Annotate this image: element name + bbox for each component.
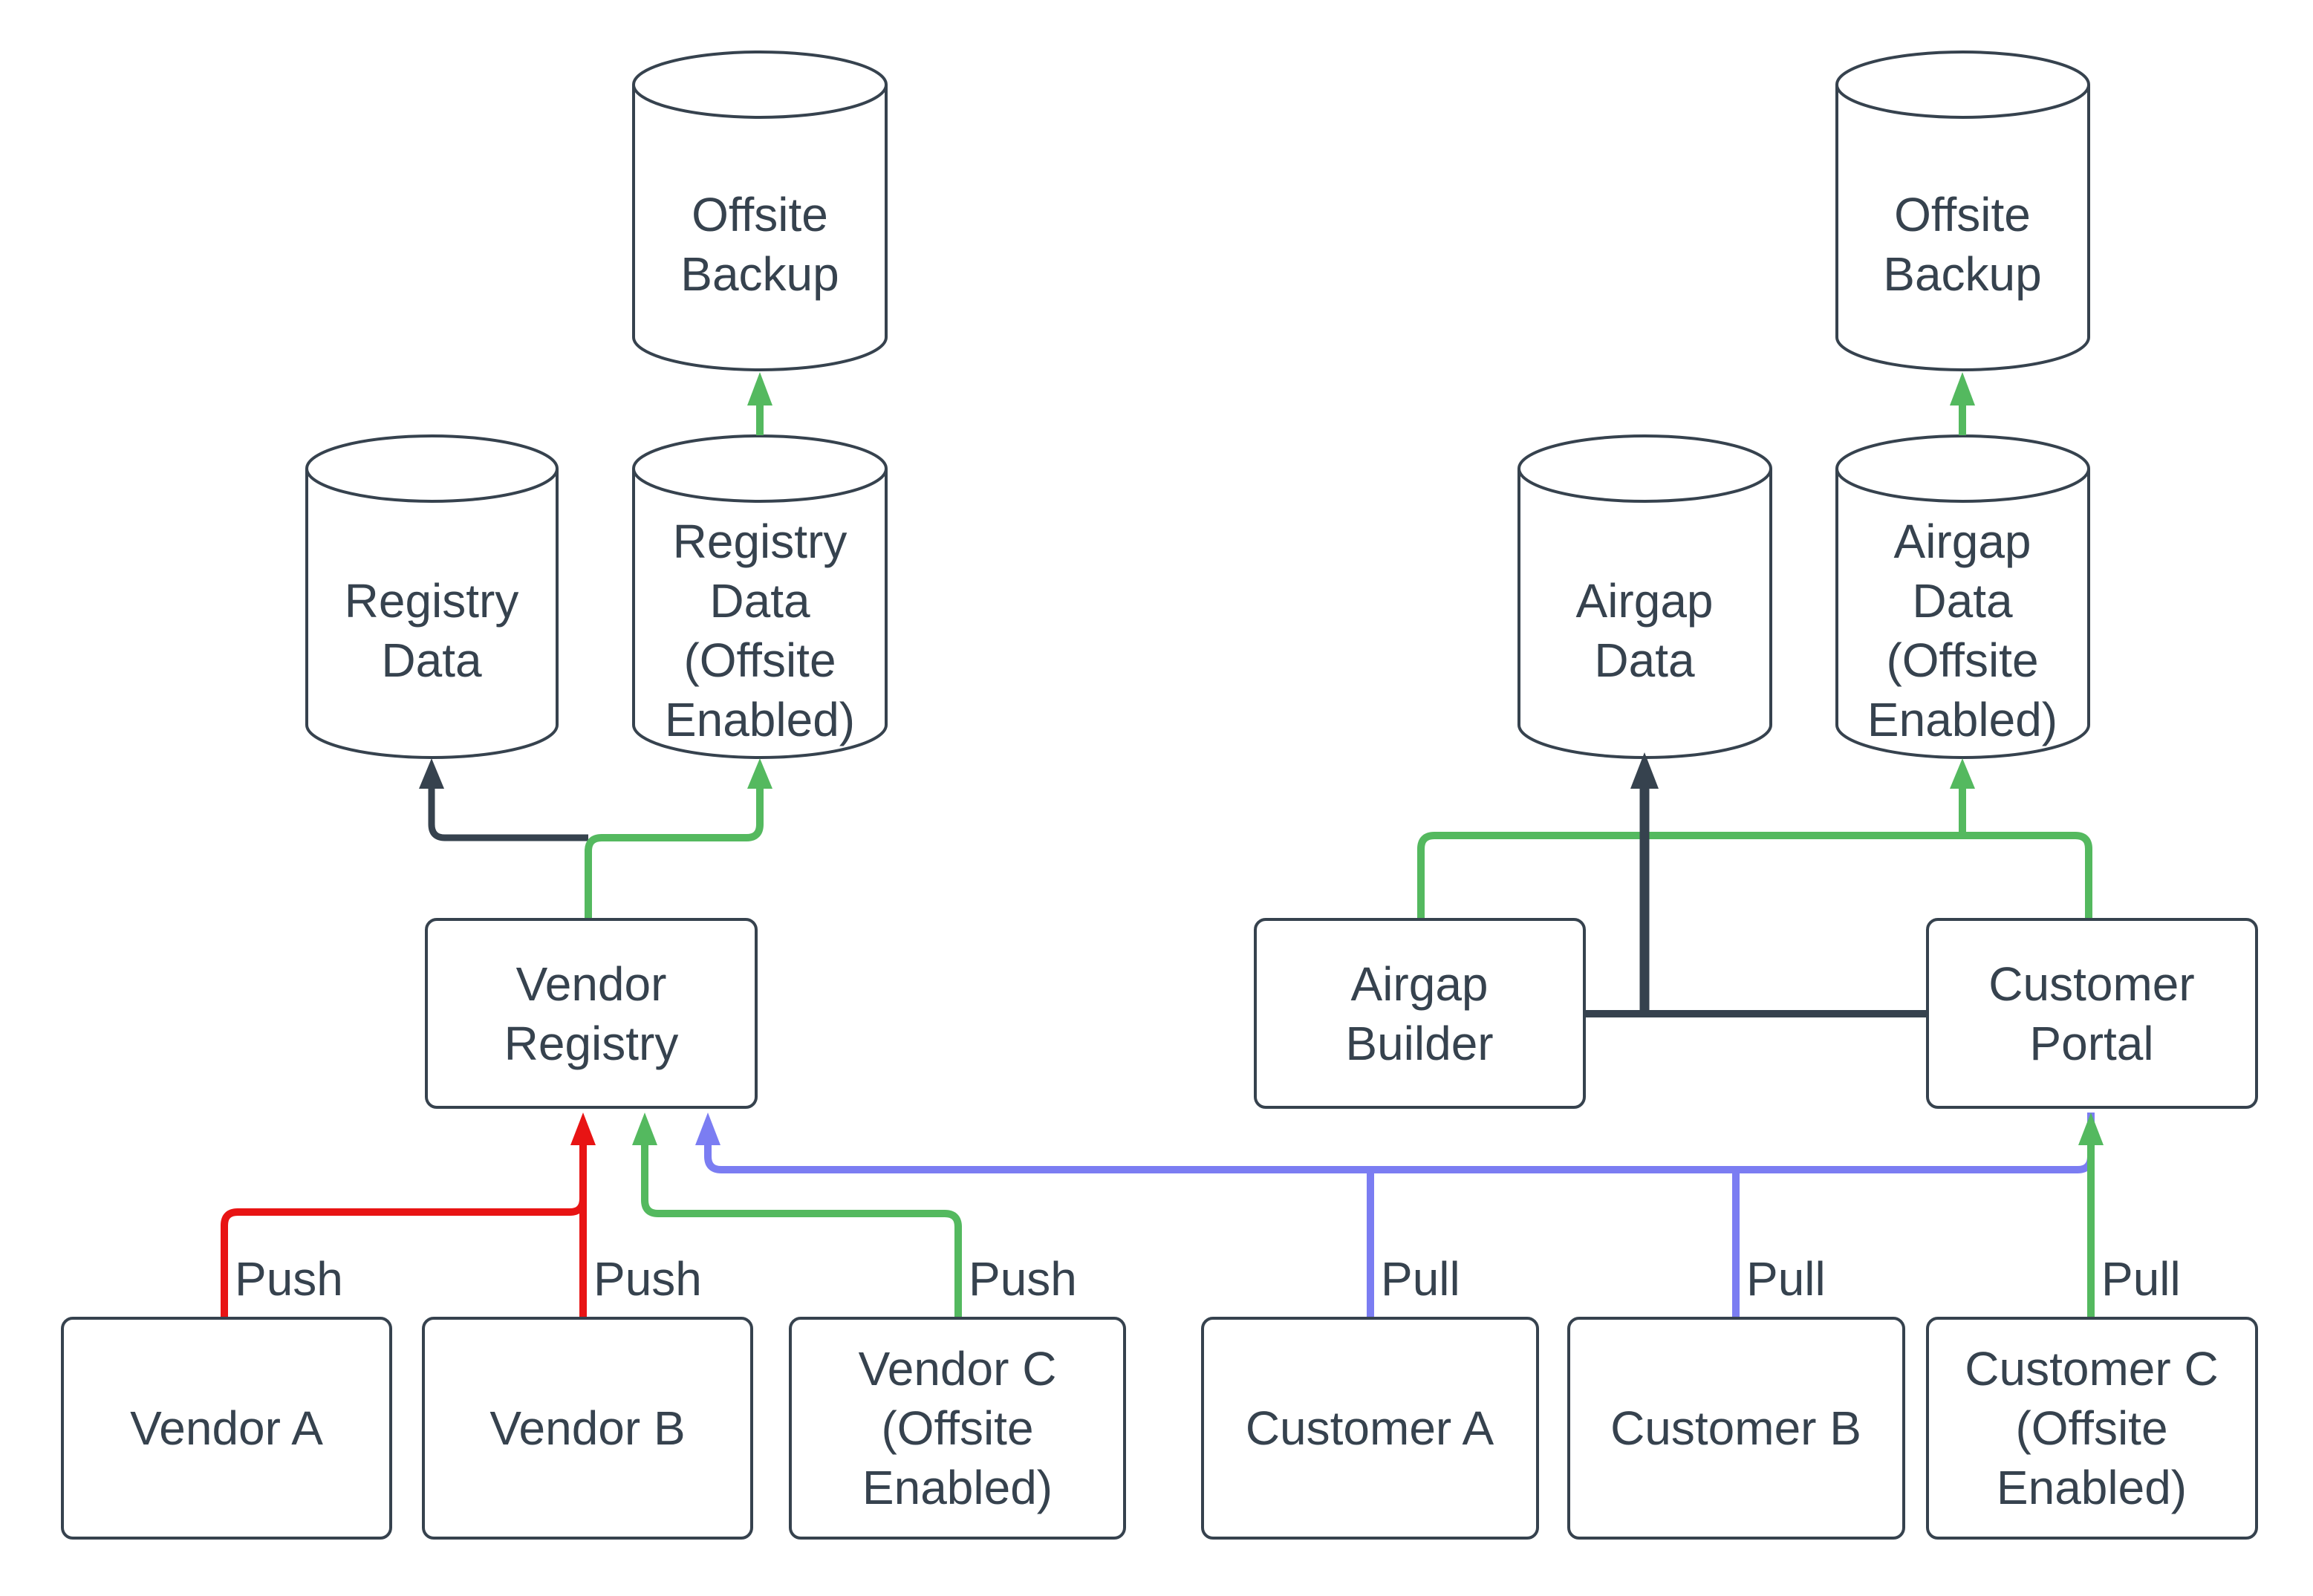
cylinder-registry-data-offsite-top xyxy=(632,434,888,503)
edge-portal-to-registry-blue xyxy=(704,1113,2095,1173)
node-vendor-a xyxy=(61,1317,392,1540)
node-airgap-builder xyxy=(1254,918,1586,1109)
arrow-offsite-backup-right xyxy=(1950,372,1975,405)
arrow-airgap-data xyxy=(1630,752,1659,789)
label-vendor-registry: Vendor Registry xyxy=(504,957,679,1070)
node-vendor-c xyxy=(789,1317,1126,1540)
arrow-airgap-data-offsite xyxy=(1950,758,1975,789)
arrow-offsite-backup-left xyxy=(747,372,772,405)
edge-lines xyxy=(221,372,2104,1317)
label-customer-c: Customer C (Offsite Enabled) xyxy=(1965,1342,2219,1514)
edge-registry-data-dark xyxy=(428,787,588,841)
label-vendor-a: Vendor A xyxy=(130,1401,323,1455)
edge-label-push-vendor-b: Push xyxy=(593,1252,702,1306)
label-customer-b: Customer B xyxy=(1610,1401,1861,1455)
label-airgap-data-offsite: Airgap Data (Offsite Enabled) xyxy=(1867,514,2058,746)
cylinder-offsite-backup-left-top xyxy=(632,51,888,119)
edge-label-push-vendor-a: Push xyxy=(235,1252,343,1306)
label-customer-portal: Customer Portal xyxy=(1988,957,2195,1070)
arrow-registry-data xyxy=(419,758,444,789)
edge-label-push-vendor-c: Push xyxy=(969,1252,1077,1306)
arrow-vendor-registry-red xyxy=(570,1113,596,1145)
label-airgap-builder: Airgap Builder xyxy=(1345,957,1494,1070)
node-vendor-registry xyxy=(425,918,758,1109)
edge-label-pull-customer-a: Pull xyxy=(1381,1252,1460,1306)
arrow-customer-portal-green xyxy=(2078,1113,2104,1145)
edge-portal-builder-green xyxy=(1417,832,2092,918)
arrow-registry-data-offsite xyxy=(747,758,772,789)
label-customer-a: Customer A xyxy=(1245,1401,1494,1455)
node-vendor-b xyxy=(422,1317,753,1540)
label-airgap-data: Airgap Data xyxy=(1575,573,1714,687)
cylinder-offsite-backup-right-top xyxy=(1835,51,2090,119)
label-registry-data: Registry Data xyxy=(344,573,519,687)
node-customer-b xyxy=(1567,1317,1905,1540)
label-offsite-backup-left: Offsite Backup xyxy=(680,188,839,301)
node-customer-a xyxy=(1201,1317,1539,1540)
cylinder-registry-data-top xyxy=(305,434,559,503)
edge-registry-data-offsite-green xyxy=(585,787,764,918)
edge-label-pull-customer-b: Pull xyxy=(1746,1252,1826,1306)
cylinder-airgap-data-offsite-top xyxy=(1835,434,2090,503)
label-offsite-backup-right: Offsite Backup xyxy=(1883,188,2042,301)
node-customer-portal xyxy=(1926,918,2258,1109)
cylinder-airgap-data-top xyxy=(1517,434,1772,503)
arrow-vendor-registry-blue xyxy=(695,1113,720,1145)
label-registry-data-offsite: Registry Data (Offsite Enabled) xyxy=(664,514,856,746)
node-customer-c xyxy=(1926,1317,2258,1540)
arrow-vendor-registry-green xyxy=(632,1113,657,1145)
label-vendor-b: Vendor B xyxy=(489,1401,686,1455)
cylinder-shapes xyxy=(305,51,2090,759)
label-vendor-c: Vendor C (Offsite Enabled) xyxy=(858,1342,1057,1514)
edge-label-pull-customer-c: Pull xyxy=(2101,1252,2181,1306)
